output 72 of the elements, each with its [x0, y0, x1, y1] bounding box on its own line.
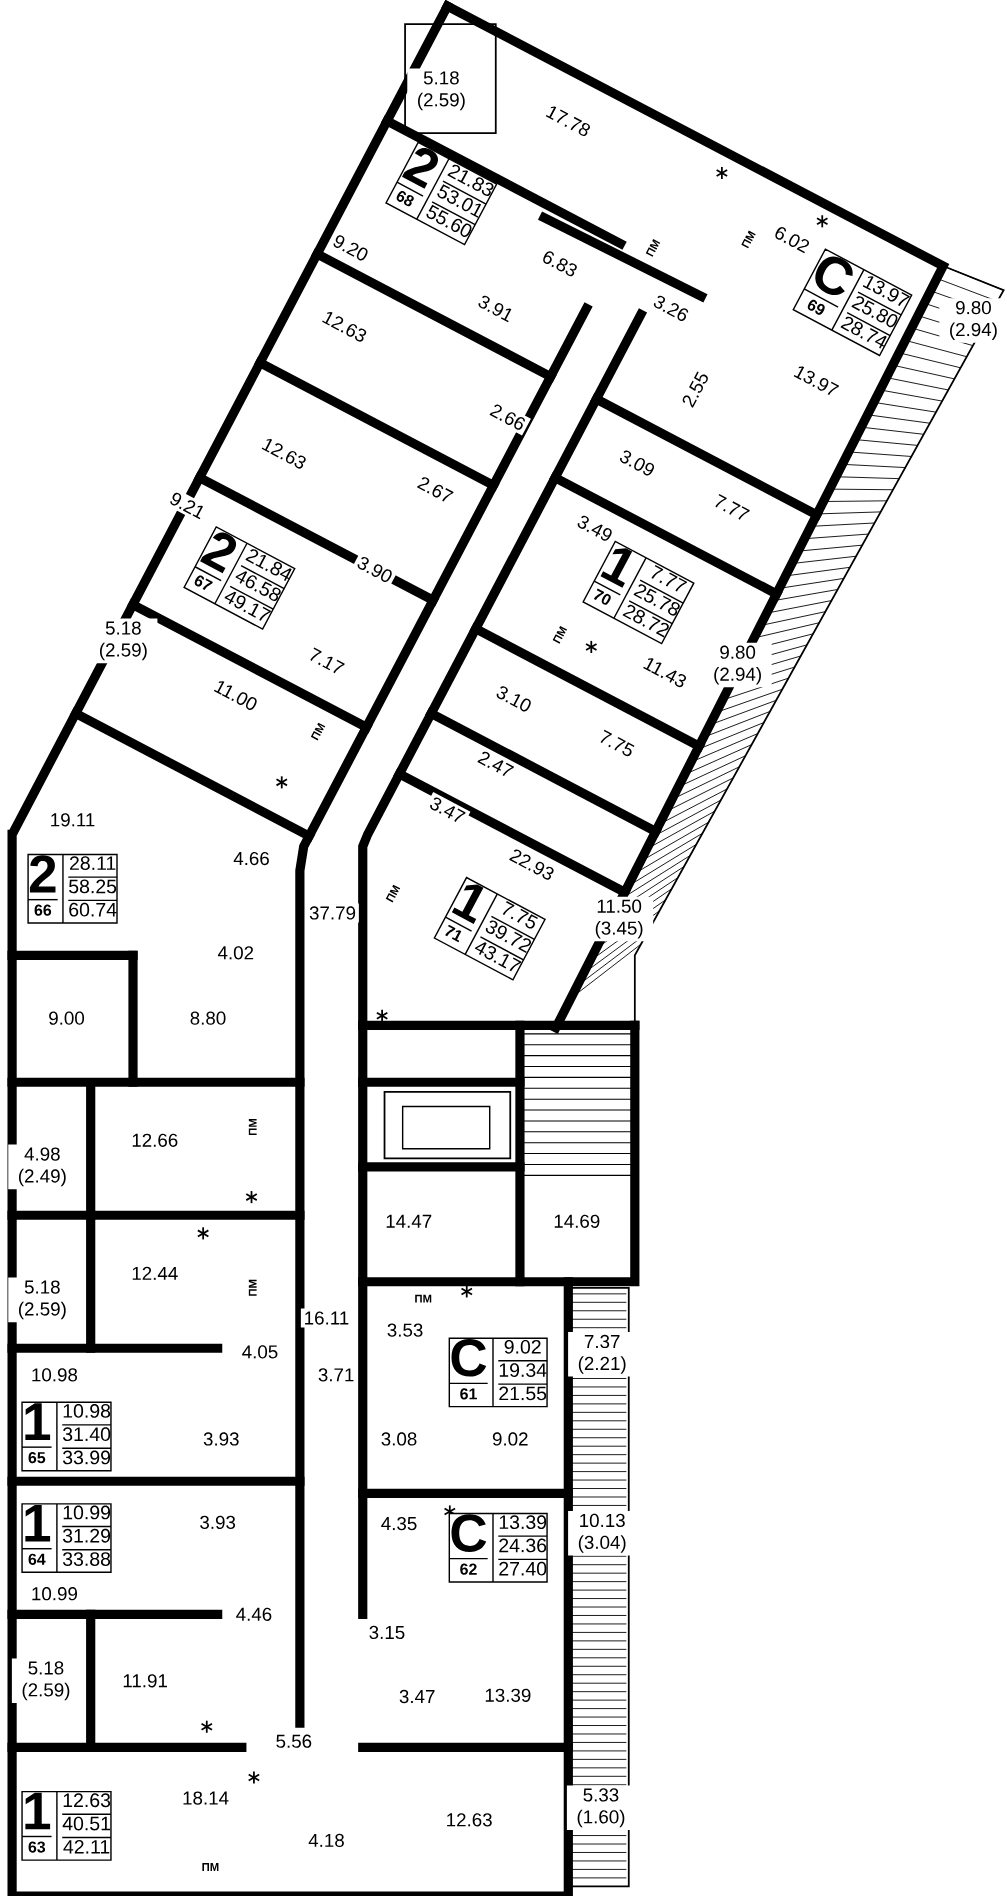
appliance-label: ПМ — [381, 880, 405, 908]
room-area-label: 12.63 — [256, 432, 312, 475]
room-area-label: 7.17 — [303, 643, 350, 680]
appliance-label: ПМ — [548, 621, 572, 649]
room-area-label: 3.53 — [383, 1320, 427, 1340]
room-area-label: 9.02 — [489, 1429, 532, 1449]
balcony-area-label: 5.18 (2.59) — [89, 618, 158, 664]
room-area-label: 3.09 — [614, 444, 661, 482]
room-area-label: 9.20 — [327, 229, 374, 267]
room-area-label: 9.21 — [164, 487, 211, 524]
room-area-label: 11.00 — [208, 674, 263, 716]
room-area-label: 10.99 — [28, 1584, 81, 1604]
room-area-label: 6.83 — [536, 245, 583, 282]
appliance-label: ПМ — [411, 1291, 435, 1306]
room-area-label: 10.98 — [28, 1365, 81, 1385]
balcony-area-label: 5.18 (2.59) — [11, 1658, 80, 1704]
room-area-label: 14.47 — [382, 1212, 435, 1231]
room-area-label: 5.56 — [272, 1731, 315, 1751]
room-area-label: 3.15 — [365, 1622, 408, 1642]
balcony-area-label: 5.18 (2.59) — [407, 68, 476, 113]
appliance-label: ПМ — [245, 1276, 260, 1300]
room-area-label: 16.11 — [300, 1308, 352, 1328]
room-area-label: 3.10 — [490, 680, 537, 718]
balcony-area-label: 10.13 (3.04) — [568, 1510, 637, 1556]
room-area-label: 7.75 — [593, 725, 640, 762]
room-area-label: 3.08 — [377, 1429, 420, 1449]
balcony-area-label: 9.80 (2.94) — [939, 298, 1007, 343]
room-area-label: 12.66 — [128, 1130, 181, 1150]
balcony-area-label: 9.80 (2.94) — [703, 642, 772, 688]
appliance-label: ПМ — [245, 1115, 260, 1139]
room-area-label: 11.43 — [637, 651, 692, 693]
room-area-label: 2.67 — [412, 471, 459, 508]
room-area-label: 3.91 — [472, 290, 519, 327]
room-area-label: 3.93 — [200, 1429, 243, 1449]
room-area-label: 19.11 — [46, 810, 99, 830]
appliance-label: ПМ — [736, 226, 760, 253]
balcony-area-label: 11.50 (3.45) — [584, 896, 654, 942]
room-area-label: 3.71 — [314, 1365, 358, 1385]
room-area-label: 4.66 — [230, 849, 273, 868]
room-area-label: 18.14 — [179, 1788, 232, 1808]
room-area-label: 13.39 — [481, 1685, 535, 1705]
appliance-label: ПМ — [198, 1860, 222, 1874]
balcony-area-label: 5.33 (1.60) — [566, 1785, 635, 1831]
appliance-label: ПМ — [641, 234, 665, 262]
room-area-label: 12.44 — [128, 1263, 181, 1283]
room-area-label: 9.00 — [45, 1008, 88, 1028]
room-area-label: 17.78 — [540, 100, 596, 142]
room-area-label: 3.26 — [647, 290, 695, 327]
room-area-label: 4.18 — [305, 1830, 348, 1850]
room-area-label: 3.47 — [424, 791, 471, 829]
room-area-label: 13.97 — [788, 360, 844, 402]
balcony-area-label: 5.18 (2.59) — [8, 1277, 77, 1323]
room-area-label: 4.35 — [377, 1514, 420, 1534]
appliance-label: ПМ — [306, 718, 330, 745]
room-area-label: 4.02 — [214, 943, 257, 963]
room-area-label: 14.69 — [550, 1211, 603, 1231]
room-area-label: 7.77 — [708, 489, 755, 526]
room-area-label: 4.46 — [232, 1604, 275, 1624]
room-area-label: 12.63 — [316, 305, 373, 348]
room-area-label: 11.91 — [119, 1671, 171, 1691]
room-area-label: 2.66 — [484, 398, 531, 436]
room-area-label: 3.90 — [351, 551, 398, 588]
room-area-label: 2.47 — [472, 746, 519, 783]
room-area-label: 2.55 — [676, 366, 714, 413]
room-area-label: 12.63 — [442, 1810, 496, 1830]
balcony-area-label: 4.98 (2.49) — [8, 1144, 77, 1190]
room-area-label: 37.79 — [306, 903, 359, 923]
room-area-label: 8.80 — [186, 1008, 229, 1028]
room-area-label: 3.47 — [395, 1687, 439, 1706]
balcony-area-label: 7.37 (2.21) — [568, 1332, 637, 1377]
room-area-label: 3.93 — [196, 1512, 239, 1532]
room-area-label: 4.05 — [238, 1342, 281, 1362]
